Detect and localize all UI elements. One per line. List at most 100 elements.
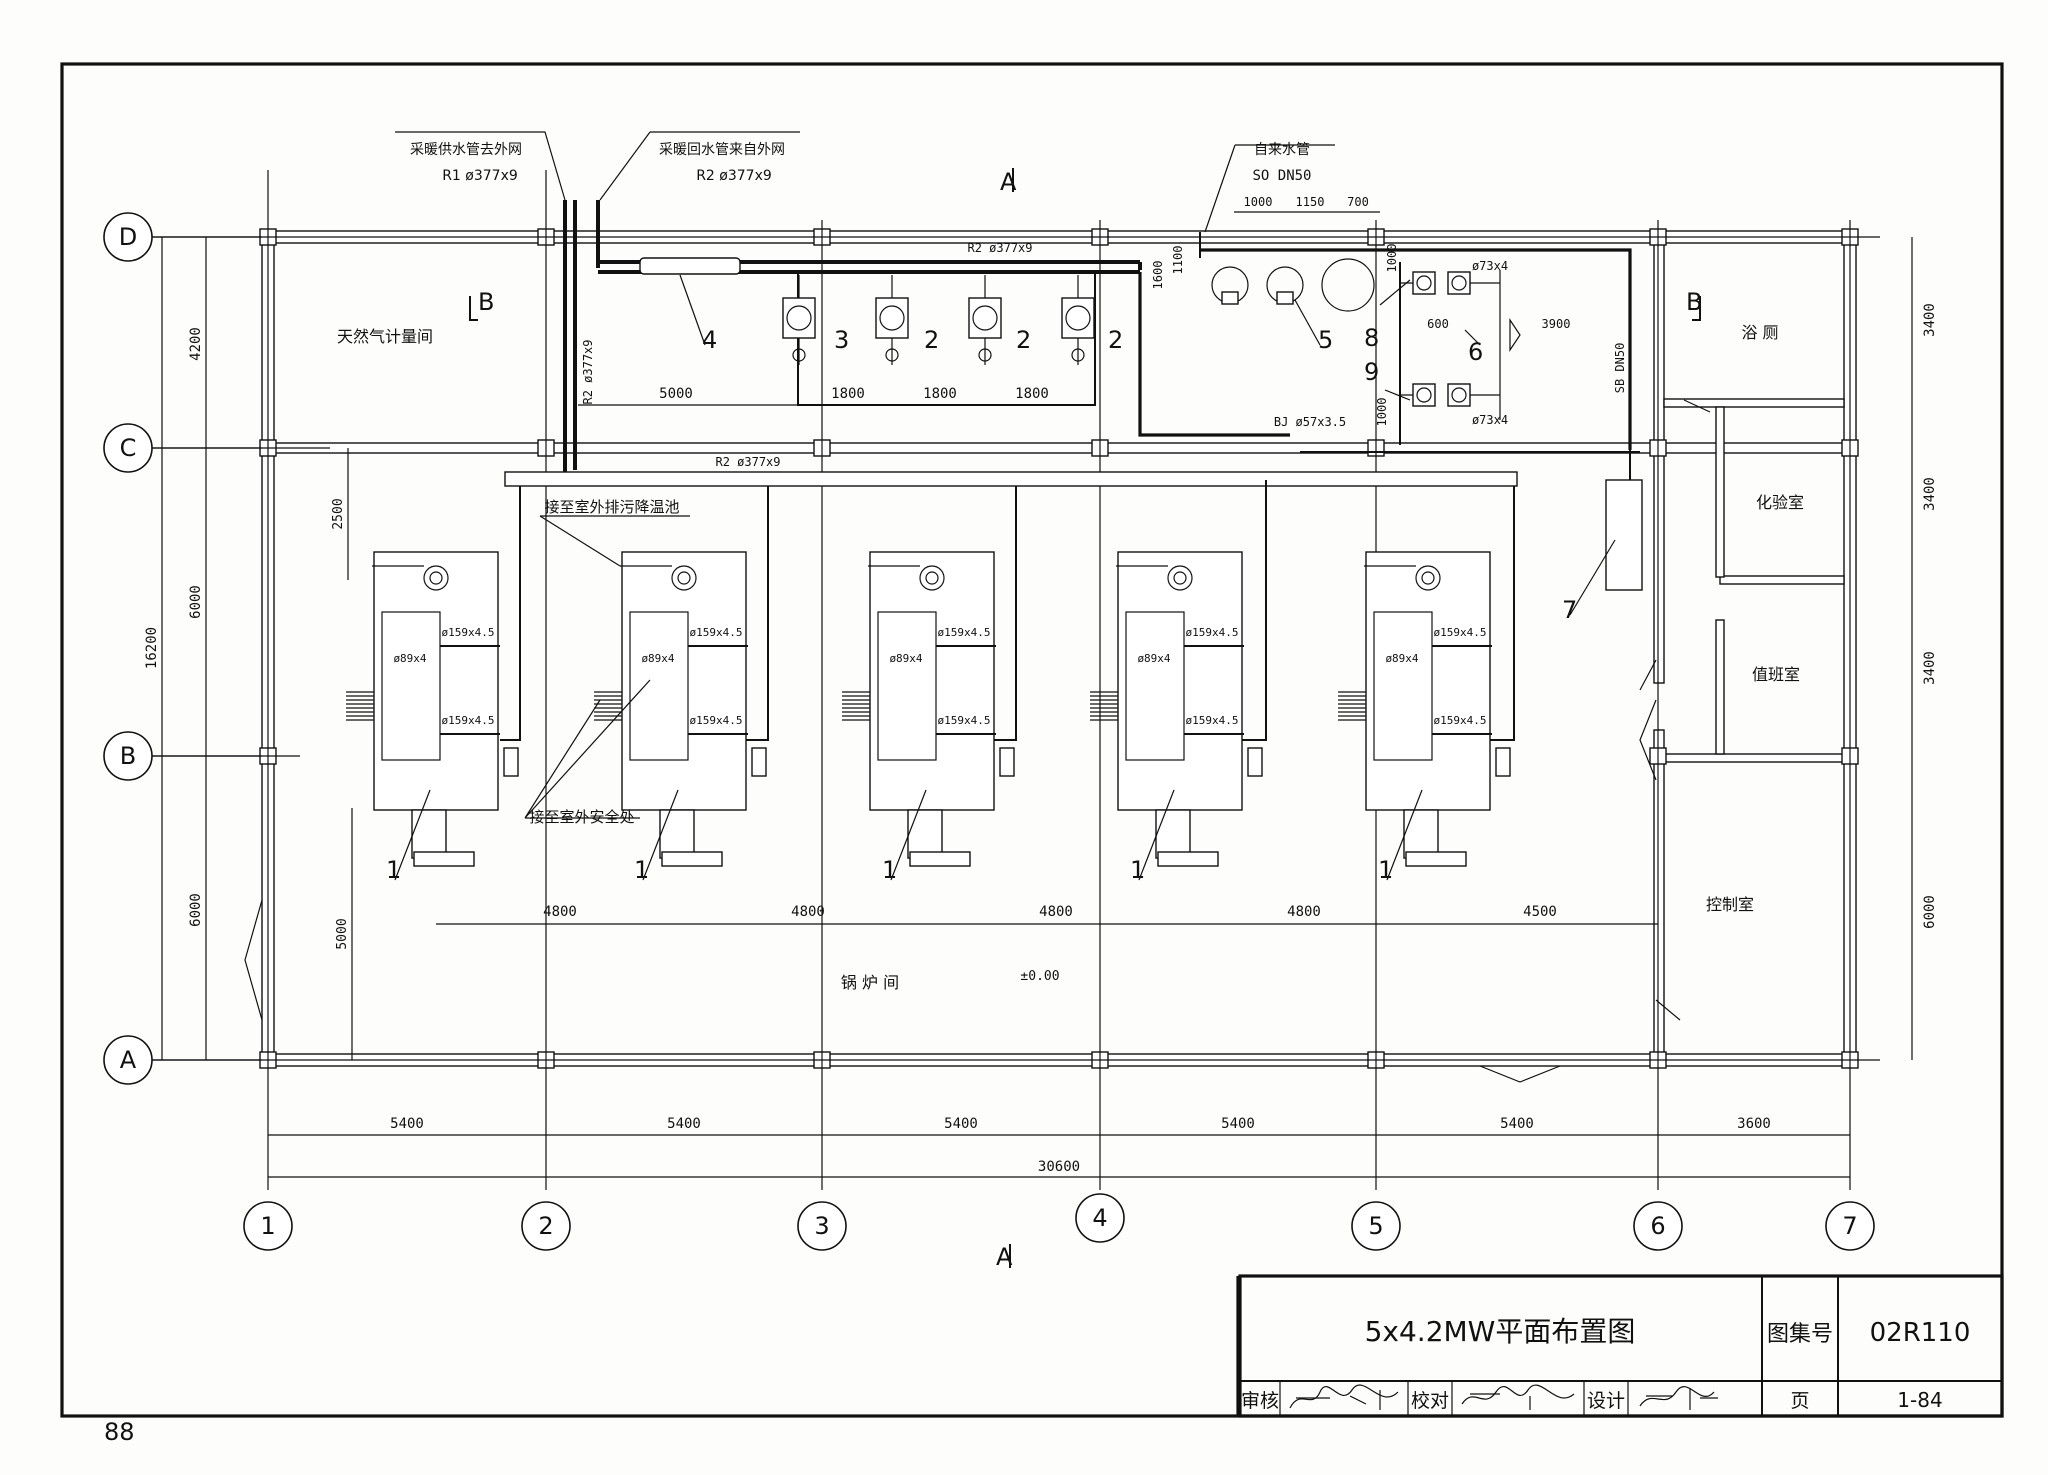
dim-600: 600 [1427, 317, 1449, 331]
dim-bottom-1: 5400 [390, 1116, 424, 1132]
dim-1000-b: 1000 [1385, 244, 1399, 273]
item-1-c: 1 [882, 856, 897, 884]
section-b-right: B [1686, 288, 1702, 316]
boiler-unit-1 [346, 551, 519, 881]
axis-label-4: 4 [1092, 1204, 1107, 1232]
drawing-frame [60, 62, 2004, 1418]
axis-label-2: 2 [538, 1212, 553, 1240]
section-a-bottom: A [996, 1243, 1013, 1271]
label-p73-bottom: ø73x4 [1472, 413, 1508, 427]
room-bath-toilet: 浴 厕 [1741, 323, 1778, 342]
axis-label-C: C [120, 434, 137, 462]
dim-pump-1: 5000 [659, 386, 693, 402]
axis-label-5: 5 [1368, 1212, 1383, 1240]
boiler5-small-spec: ø89x4 [1385, 652, 1418, 665]
dim-boiler-2: 4800 [791, 904, 825, 920]
atlas-label: 图集号 [1767, 1322, 1833, 1347]
boiler3-upper-spec: ø159x4.5 [938, 626, 991, 639]
dimension-lines [161, 211, 1913, 1178]
label-return-spec: R2 ø377x9 [696, 168, 772, 184]
dim-right-1: 3400 [1922, 303, 1938, 337]
room-gas-metering: 天然气计量间 [337, 327, 433, 346]
section-marks: A A B B [469, 168, 1702, 1271]
page-label: 页 [1790, 1390, 1809, 1412]
axis-label-A: A [120, 1046, 137, 1074]
item-5: 5 [1318, 326, 1333, 354]
drawing-title: 5x4.2MW平面布置图 [1365, 1315, 1636, 1348]
boiler1-small-spec: ø89x4 [393, 652, 426, 665]
label-sb-spec: SB DN50 [1613, 343, 1627, 394]
boiler-unit-4 [1090, 551, 1263, 881]
section-a-top: A [1000, 168, 1017, 196]
dim-5000: 5000 [335, 918, 350, 949]
dim-boiler-1: 4800 [543, 904, 577, 920]
boilers [346, 551, 1511, 881]
room-control: 控制室 [1706, 895, 1754, 914]
dim-right-3: 3400 [1922, 651, 1938, 685]
boiler4-upper-spec: ø159x4.5 [1186, 626, 1239, 639]
signature-checker [1461, 1384, 1575, 1410]
item-2-a: 2 [924, 326, 939, 354]
boiler5-upper-spec: ø159x4.5 [1434, 626, 1487, 639]
boiler2-small-spec: ø89x4 [641, 652, 674, 665]
dim-bottom-5: 5400 [1500, 1116, 1534, 1132]
circulation-pumps [782, 275, 1095, 365]
label-r2-top: R2 ø377x9 [967, 241, 1032, 255]
item-2-b: 2 [1016, 326, 1031, 354]
label-r2-header: R2 ø377x9 [715, 455, 780, 469]
room-duty: 值班室 [1752, 665, 1800, 684]
elevation-mark: ±0.00 [1020, 969, 1059, 984]
label-p73-top: ø73x4 [1472, 259, 1508, 273]
item-numbers: 1 1 1 1 1 3 2 2 2 4 5 6 7 8 9 [386, 324, 1577, 884]
room-boiler-hall: 锅 炉 间 [841, 973, 899, 992]
dim-1000-a: 1000 [1244, 195, 1273, 209]
dim-left-3: 6000 [188, 893, 204, 927]
softener-pumps [1379, 270, 1521, 420]
dim-bottom-4: 5400 [1221, 1116, 1255, 1132]
item-3: 3 [834, 326, 849, 354]
boiler-unit-5 [1338, 551, 1511, 881]
boiler-unit-2 [594, 551, 767, 881]
dim-right-4: 6000 [1922, 895, 1938, 929]
check-label: 校对 [1411, 1390, 1449, 1412]
dim-right-2: 3400 [1922, 477, 1938, 511]
atlas-number: 02R110 [1870, 1318, 1971, 1348]
signature-reviewer [1289, 1384, 1399, 1410]
dim-bottom-3: 5400 [944, 1116, 978, 1132]
boiler3-lower-spec: ø159x4.5 [938, 714, 991, 727]
boiler1-upper-spec: ø159x4.5 [442, 626, 495, 639]
page-footer-number: 88 [104, 1418, 135, 1446]
label-supply-out: 采暖供水管去外网 [410, 142, 522, 158]
item-2-c: 2 [1108, 326, 1123, 354]
title-block [1236, 1274, 2004, 1418]
leader-lines [395, 131, 1335, 819]
dim-1100: 1100 [1171, 246, 1185, 275]
label-sewage: 接至室外排污降温池 [544, 498, 679, 516]
item-6: 6 [1468, 338, 1483, 366]
dim-left-2: 6000 [188, 585, 204, 619]
pump-2b [968, 275, 1002, 365]
item-1-b: 1 [634, 856, 649, 884]
review-label: 审核 [1241, 1390, 1279, 1412]
pump-2c [1061, 275, 1095, 365]
dim-1000-c: 1000 [1375, 398, 1389, 427]
label-supply-spec: R1 ø377x9 [442, 168, 518, 184]
boiler2-lower-spec: ø159x4.5 [690, 714, 743, 727]
dim-3900: 3900 [1542, 317, 1571, 331]
axis-bubbles [103, 212, 1875, 1251]
boiler3-small-spec: ø89x4 [889, 652, 922, 665]
boiler-unit-3 [842, 551, 1015, 881]
dim-pump-4: 1800 [1015, 386, 1049, 402]
structural-columns [259, 228, 1859, 1069]
axis-label-6: 6 [1650, 1212, 1665, 1240]
item-1-e: 1 [1378, 856, 1393, 884]
boiler2-upper-spec: ø159x4.5 [690, 626, 743, 639]
dim-bottom-2: 5400 [667, 1116, 701, 1132]
dim-left-total: 16200 [144, 627, 160, 669]
room-lab: 化验室 [1756, 493, 1804, 512]
label-return-in: 采暖回水管来自外网 [659, 142, 785, 158]
main-header-pipe [504, 471, 1518, 487]
water-tanks [1211, 258, 1375, 346]
